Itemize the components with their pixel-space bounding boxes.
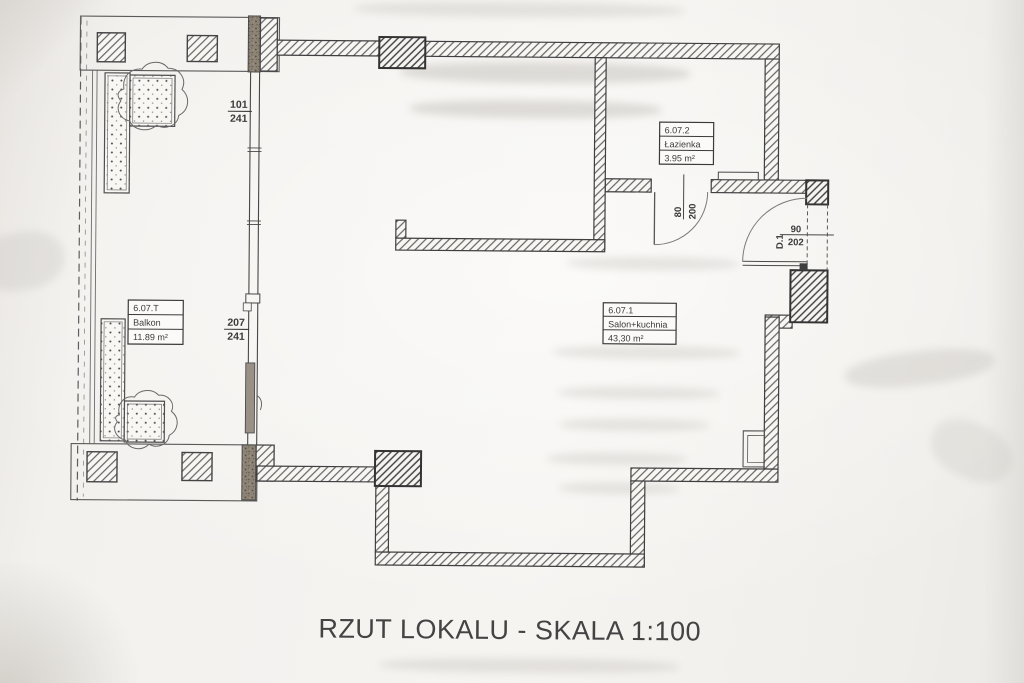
sill-detail (717, 171, 759, 181)
scan-corner-shadow (0, 563, 150, 683)
window-sash (244, 362, 256, 434)
wall-south-step-upper (630, 467, 779, 483)
door-height-label: 200 (687, 204, 698, 220)
svg-text:241: 241 (230, 113, 248, 125)
door-swing-arc (742, 197, 808, 262)
wall-kitchen-stub (395, 219, 407, 239)
wall-bathroom-south-right (710, 178, 808, 194)
pier-entrance-bottom (789, 269, 829, 324)
walls (256, 39, 808, 568)
svg-text:Balkon: Balkon (133, 318, 161, 328)
door-opening-dashed (826, 204, 829, 271)
svg-text:43,30 m²: 43,30 m² (608, 333, 644, 343)
concrete-column (247, 15, 262, 73)
bathroom-door: 80 200 (653, 174, 709, 246)
door-swing-arc (654, 192, 709, 246)
scan-edge-shadow (984, 0, 1024, 683)
balcony-pillar (186, 34, 219, 63)
entrance-door: D.1 90 202 (742, 197, 834, 271)
balcony-railing (89, 69, 94, 444)
svg-text:6.07.T: 6.07.T (133, 303, 159, 313)
balcony-pillar (181, 451, 213, 482)
window-wall: 101 241 207 241 (224, 15, 279, 501)
wall-south-west (256, 465, 377, 483)
wall-bathroom-south-left (604, 178, 652, 193)
wall-bathroom-west (593, 57, 607, 250)
door-leaf (742, 264, 807, 267)
svg-text:241: 241 (227, 331, 245, 343)
concrete-column (241, 444, 257, 501)
door-height-label: 202 (788, 237, 804, 248)
shrub-outline (114, 390, 178, 450)
svg-text:101: 101 (230, 99, 248, 111)
door-id-label: D.1 (775, 234, 786, 250)
svg-text:11.89 m²: 11.89 m² (133, 332, 168, 342)
svg-text:3.95 m²: 3.95 m² (664, 153, 695, 163)
pier-south (373, 449, 423, 488)
room-label-lazienka: 6.07.2 Łazienka 3.95 m² (658, 121, 715, 166)
window-transom (246, 147, 262, 225)
room-label-balkon: 6.07.T Balkon 11.89 m² (127, 299, 184, 346)
svg-text:Łazienka: Łazienka (665, 139, 701, 149)
svg-text:Salon+kuchnia: Salon+kuchnia (608, 319, 667, 329)
svg-text:6.07.1: 6.07.1 (608, 305, 633, 315)
wall-niche (742, 430, 766, 468)
window-small-dimension: 101 241 (227, 99, 252, 125)
wall-east-upper (763, 58, 780, 181)
svg-text:207: 207 (227, 317, 245, 329)
balcony (70, 15, 281, 502)
room-label-salon-kuchnia: 6.07.1 Salon+kuchnia 43,30 m² (602, 302, 677, 345)
wall-kitchen (395, 237, 606, 253)
planter (99, 318, 126, 442)
balcony-railing (93, 69, 98, 444)
door-width-label: 90 (791, 224, 802, 235)
window-opening-mark (257, 395, 262, 411)
wall-east-lower (763, 316, 780, 470)
piers (373, 35, 830, 488)
pier-north (378, 35, 427, 70)
window-large-dimension: 207 241 (224, 317, 250, 343)
scan-corner-shadow (0, 0, 140, 110)
planter (123, 400, 166, 443)
door-hinge-block (799, 263, 808, 271)
door-leaf (742, 260, 807, 263)
window-line (256, 72, 261, 446)
window-mullion-block (245, 293, 261, 304)
balcony-pillar (86, 450, 118, 483)
wall-south (374, 551, 645, 568)
door-opening-dashed (806, 204, 809, 271)
wall-north (276, 39, 780, 60)
door-width-label: 80 (673, 207, 684, 218)
pier-entrance-top (805, 179, 830, 206)
svg-text:6.07.2: 6.07.2 (665, 125, 690, 135)
wall-step-vertical-left (374, 485, 390, 553)
wall-block (259, 17, 279, 72)
window-mullion-block (242, 302, 252, 312)
